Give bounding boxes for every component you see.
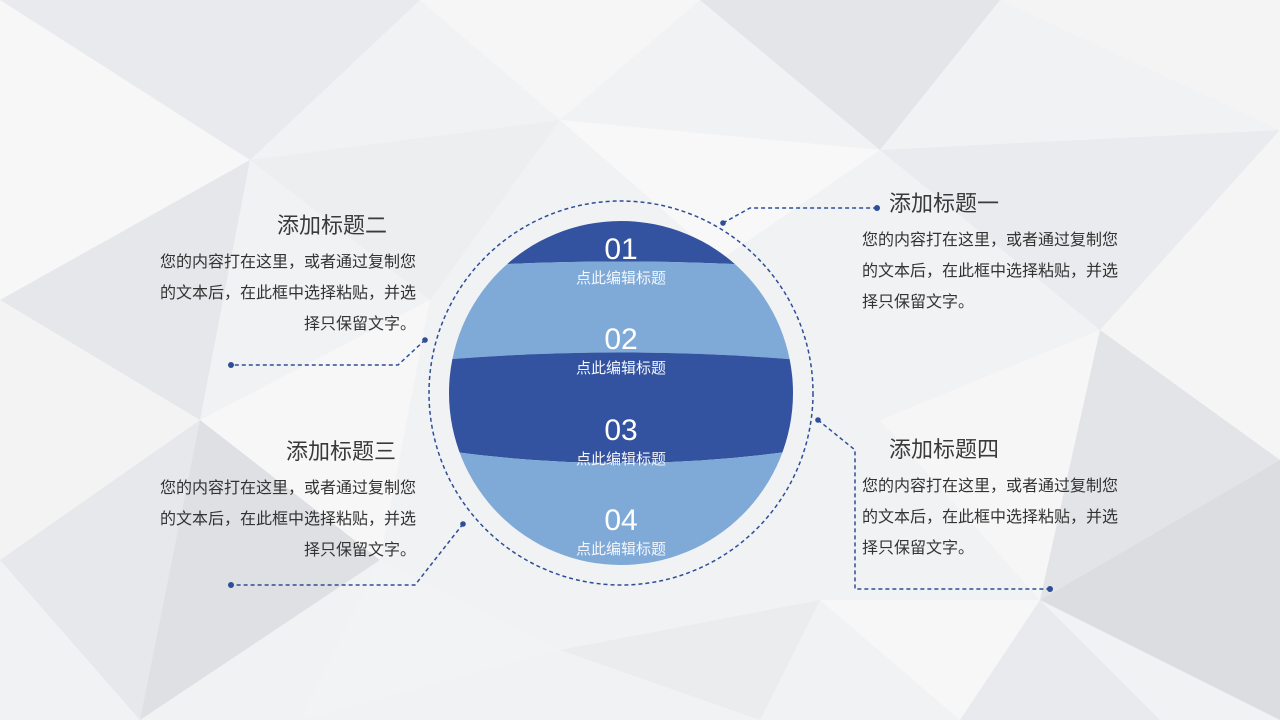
block-title[interactable]: 添加标题四: [889, 438, 1000, 463]
block-title[interactable]: 添加标题二: [276, 214, 387, 239]
body-line: 您的内容打在这里，或者通过复制您: [159, 252, 416, 271]
band-number-04: 04: [604, 504, 638, 537]
body-line: 您的内容打在这里，或者通过复制您: [862, 230, 1119, 249]
body-line: 的文本后，在此框中选择粘贴，并选: [862, 261, 1119, 280]
connector-dot: [1047, 586, 1053, 592]
band-03[interactable]: [440, 352, 800, 464]
text-block-4: 添加标题四 您的内容打在这里，或者通过复制您 的文本后，在此框中选择粘贴，并选 …: [862, 436, 1182, 563]
band-number-02: 02: [604, 323, 638, 356]
band-number-01: 01: [604, 233, 638, 266]
body-line: 择只保留文字。: [862, 292, 975, 311]
band-label-03[interactable]: 点此编辑标题: [575, 450, 666, 468]
block-body[interactable]: 您的内容打在这里，或者通过复制您 的文本后，在此框中选择粘贴，并选 择只保留文字…: [862, 224, 1182, 317]
connector-dot: [720, 220, 726, 226]
band-02[interactable]: [440, 261, 800, 361]
body-line: 您的内容打在这里，或者通过复制您: [862, 476, 1119, 495]
text-block-2: 添加标题二 您的内容打在这里，或者通过复制您 的文本后，在此框中选择粘贴，并选 …: [96, 212, 416, 339]
connector-dot: [228, 582, 234, 588]
body-line: 择只保留文字。: [303, 314, 416, 333]
body-line: 的文本后，在此框中选择粘贴，并选: [862, 507, 1119, 526]
body-line: 择只保留文字。: [303, 540, 416, 559]
band-number-03: 03: [604, 414, 638, 447]
band-label-04[interactable]: 点此编辑标题: [575, 540, 666, 558]
connector-dot: [815, 417, 821, 423]
connector-3: [231, 523, 464, 586]
text-block-3: 添加标题三 您的内容打在这里，或者通过复制您 的文本后，在此框中选择粘贴，并选 …: [96, 438, 416, 565]
body-line: 的文本后，在此框中选择粘贴，并选: [159, 509, 416, 528]
block-body[interactable]: 您的内容打在这里，或者通过复制您 的文本后，在此框中选择粘贴，并选 择只保留文字…: [96, 472, 416, 565]
body-line: 您的内容打在这里，或者通过复制您: [159, 478, 416, 497]
text-block-1: 添加标题一 您的内容打在这里，或者通过复制您 的文本后，在此框中选择粘贴，并选 …: [862, 190, 1182, 317]
band-label-01[interactable]: 点此编辑标题: [575, 269, 666, 287]
band-label-02[interactable]: 点此编辑标题: [575, 359, 666, 377]
block-title[interactable]: 添加标题三: [285, 440, 396, 465]
connector-2: [231, 339, 426, 366]
connector-1: [722, 207, 877, 224]
block-body[interactable]: 您的内容打在这里，或者通过复制您 的文本后，在此框中选择粘贴，并选 择只保留文字…: [96, 246, 416, 339]
connector-dot: [422, 337, 428, 343]
body-line: 的文本后，在此框中选择粘贴，并选: [159, 283, 416, 302]
body-line: 择只保留文字。: [862, 538, 975, 557]
connector-dot: [874, 205, 880, 211]
connector-dot: [460, 521, 466, 527]
block-body[interactable]: 您的内容打在这里，或者通过复制您 的文本后，在此框中选择粘贴，并选 择只保留文字…: [862, 470, 1182, 563]
connector-dot: [228, 362, 234, 368]
connector-4: [817, 419, 1050, 590]
block-title[interactable]: 添加标题一: [889, 192, 1000, 217]
outer-dashed-ring: [428, 200, 814, 586]
